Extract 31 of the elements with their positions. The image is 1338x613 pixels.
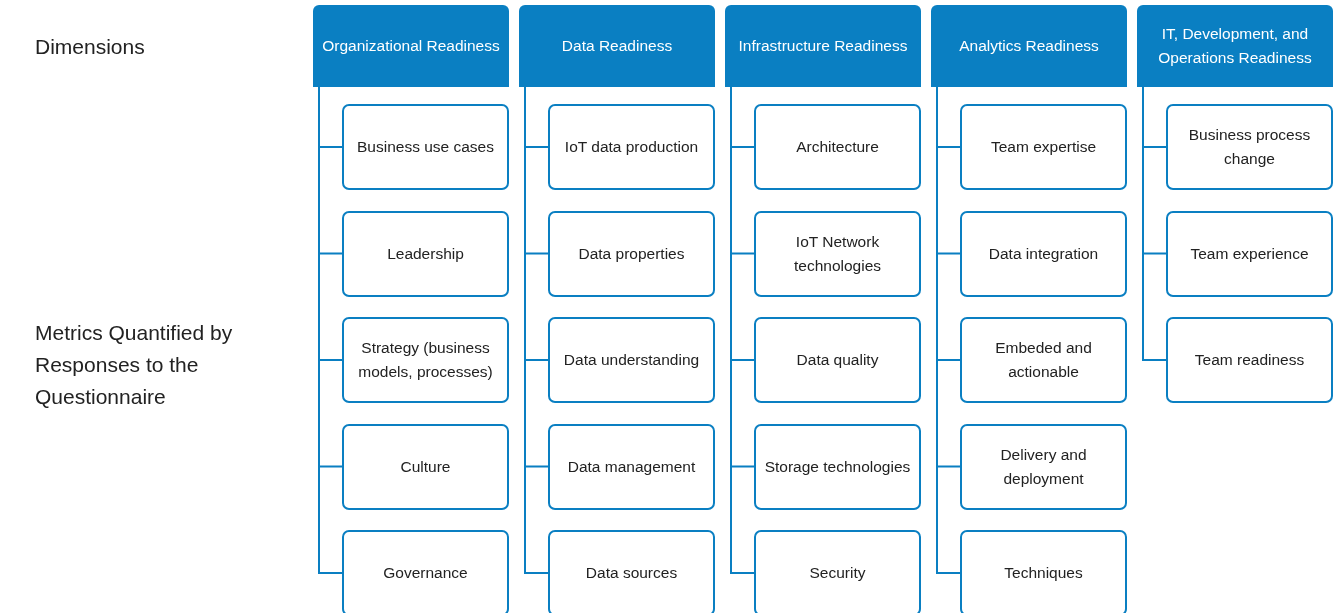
metric-box: Techniques — [960, 530, 1127, 613]
metric-box: IoT Network technologies — [754, 210, 921, 297]
metric-box: Team experience — [1166, 210, 1333, 297]
connector-line — [1142, 86, 1167, 361]
metric-box: Business use cases — [342, 104, 509, 190]
dimension-header: Infrastructure Readiness — [725, 5, 921, 87]
row-label: Dimensions — [35, 34, 146, 60]
metric-box: Business process change — [1166, 104, 1333, 190]
dimension-header: Organizational Readiness — [313, 5, 509, 87]
dimension-header: IT, Development, and Operations Readiness — [1137, 5, 1333, 87]
metric-box: Culture — [342, 423, 509, 510]
metric-box: Team readiness — [1166, 317, 1333, 403]
metric-box: Embeded and actionable — [960, 317, 1127, 403]
metric-box: Team expertise — [960, 104, 1127, 190]
metric-box: Data sources — [548, 530, 715, 613]
metric-box: Data understanding — [548, 317, 715, 403]
dimension-header: Data Readiness — [519, 5, 715, 87]
metric-box: Data properties — [548, 210, 715, 297]
metric-box: Architecture — [754, 104, 921, 190]
metric-box: Security — [754, 530, 921, 613]
metric-box: Data integration — [960, 210, 1127, 297]
metric-box: Strategy (business models, processes) — [342, 317, 509, 403]
metric-box: Storage technologies — [754, 423, 921, 510]
metric-box: IoT data production — [548, 104, 715, 190]
metric-box: Leadership — [342, 210, 509, 297]
metric-box: Data management — [548, 423, 715, 510]
dimension-header: Analytics Readiness — [931, 5, 1127, 87]
metric-box: Governance — [342, 530, 509, 613]
metric-box: Data quality — [754, 317, 921, 403]
metric-box: Delivery and deployment — [960, 423, 1127, 510]
row-label: Metrics Quantified by Responses to the Questionnaire — [35, 320, 234, 410]
